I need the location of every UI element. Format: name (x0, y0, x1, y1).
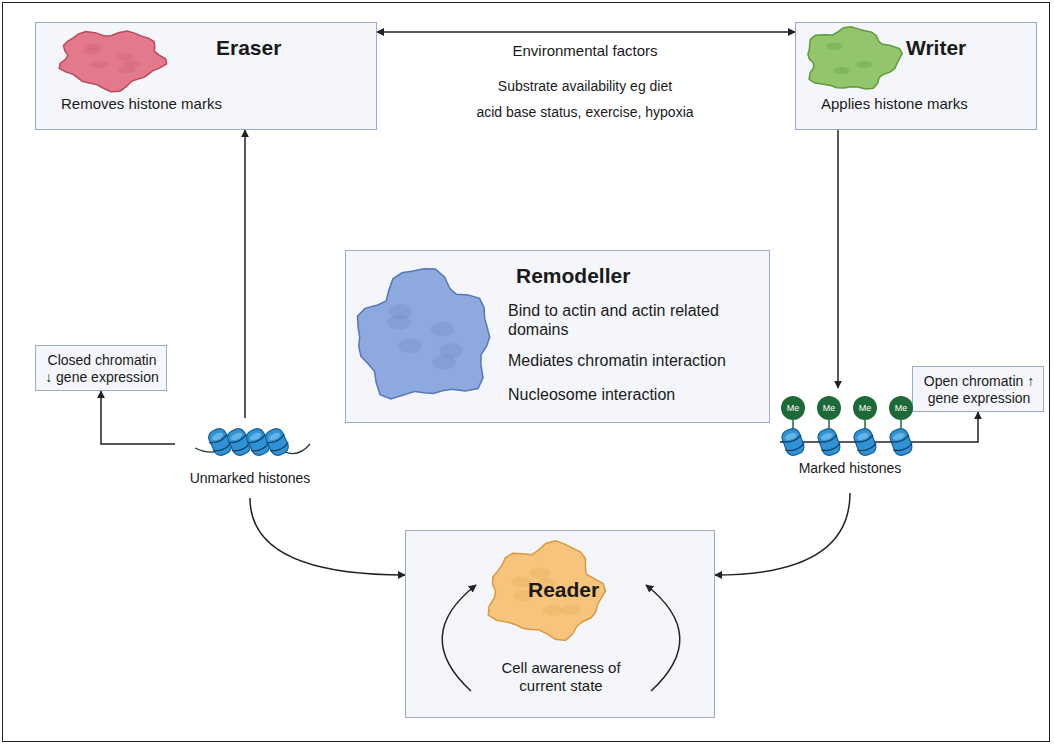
connector-arrow (250, 498, 405, 575)
connector-arrow (715, 493, 850, 575)
illustration (36, 23, 378, 131)
closed-chromatin-box: Closed chromatin ↓ gene expression (35, 345, 167, 391)
connector-arrow (101, 391, 175, 444)
factor-text: Substrate availability eg diet (400, 78, 770, 95)
connector-arrow (837, 130, 839, 388)
marked-histones: Marked histones Me Me Me Me (780, 388, 920, 493)
node-body: Removes histone marks (61, 95, 341, 113)
node-body: Applies histone marks (821, 95, 1031, 113)
reader-box: ReaderCell awareness of current state (405, 530, 715, 718)
bullet-text: Bind to actin and actin related domains (508, 301, 758, 339)
histone-label: Marked histones (780, 460, 920, 477)
methyl-mark: Me (817, 396, 841, 420)
writer-box: WriterApplies histone marks (795, 22, 1037, 130)
factor-heading: Environmental factors (400, 42, 770, 60)
factor-text: acid base status, exercise, hypoxia (400, 104, 770, 121)
node-title: Remodeller (516, 263, 630, 288)
connector-arrow (244, 130, 246, 418)
bullet-text: Nucleosome interaction (508, 385, 758, 404)
node-body: Cell awareness of current state (491, 659, 631, 695)
node-title: Eraser (216, 35, 281, 60)
node-title: Writer (906, 35, 966, 60)
box-text: Closed chromatin ↓ gene expression (44, 352, 160, 386)
histone-label: Unmarked histones (175, 470, 325, 487)
methyl-mark: Me (853, 396, 877, 420)
methyl-mark: Me (889, 396, 913, 420)
eraser-box: EraserRemoves histone marks (35, 22, 377, 130)
unmarked-histones: Unmarked histones (175, 418, 325, 498)
node-title: Reader (528, 577, 599, 602)
remodeller-box: RemodellerBind to actin and actin relate… (345, 250, 770, 423)
open-chromatin-box: Open chromatin ↑ gene expression (912, 366, 1044, 412)
bullet-text: Mediates chromatin interaction (508, 351, 758, 370)
box-text: Open chromatin ↑ gene expression (921, 373, 1037, 407)
connector-arrow (920, 412, 978, 442)
connector-arrow (377, 31, 795, 33)
methyl-mark: Me (781, 396, 805, 420)
